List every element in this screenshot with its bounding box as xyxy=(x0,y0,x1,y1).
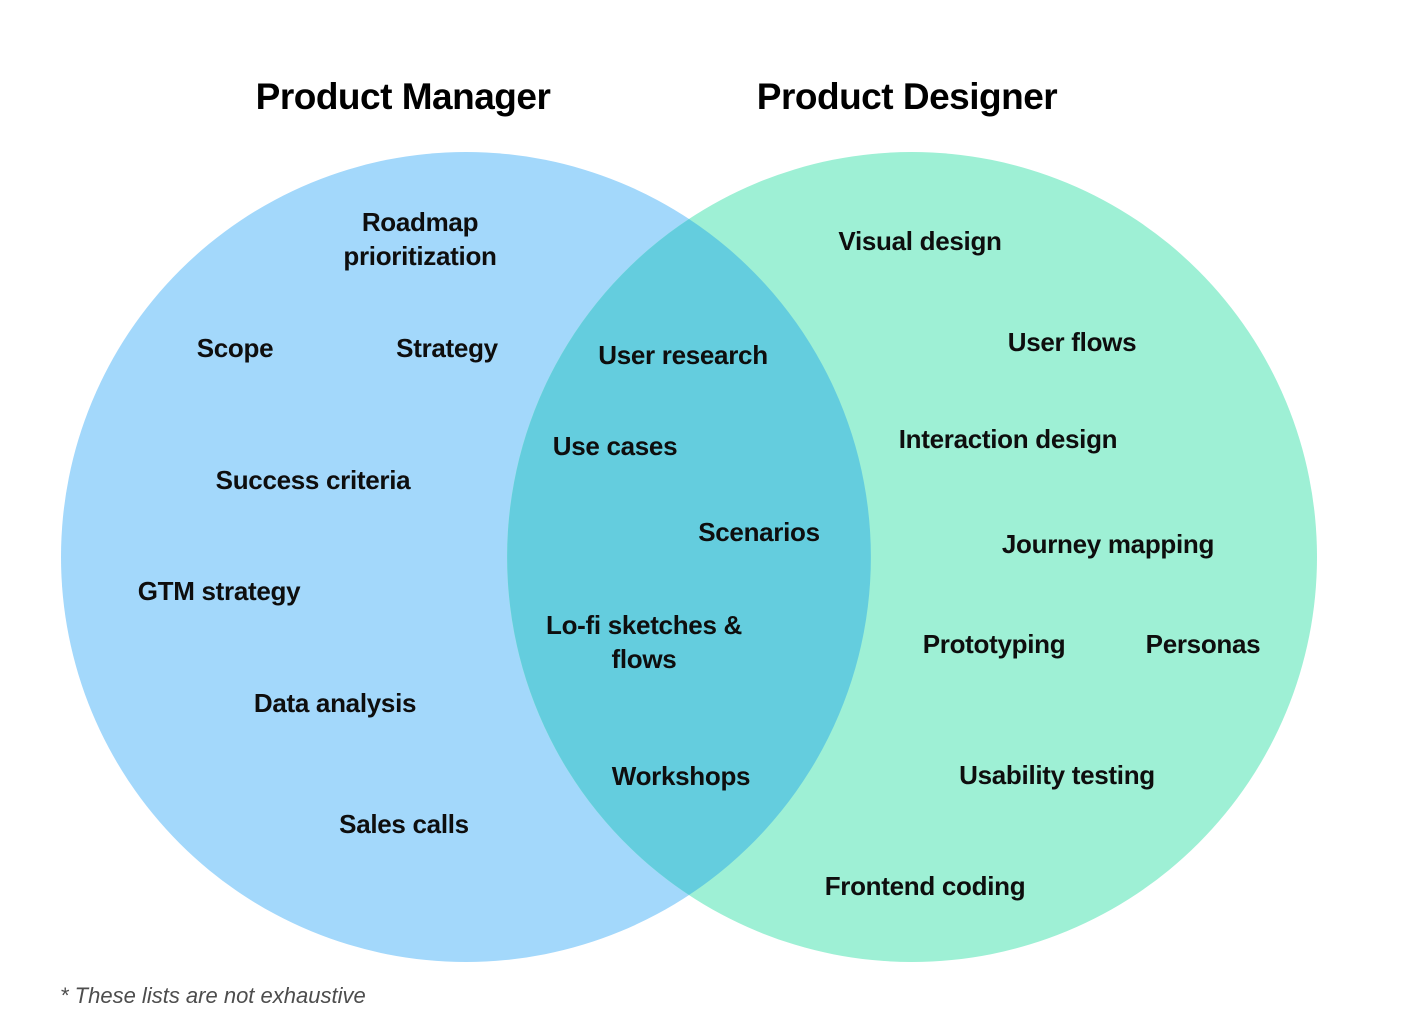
label-scenarios: Scenarios xyxy=(698,517,820,548)
label-scope: Scope xyxy=(196,333,274,364)
label-strategy: Strategy xyxy=(396,333,498,364)
label-data-analysis: Data analysis xyxy=(253,688,417,719)
label-interaction-design: Interaction design xyxy=(898,424,1118,455)
right-circle-title: Product Designer xyxy=(756,76,1058,117)
label-gtm-strategy: GTM strategy xyxy=(137,576,301,607)
label-usability-testing: Usability testing xyxy=(959,760,1155,791)
label-frontend-coding: Frontend coding xyxy=(824,871,1026,902)
label-personas: Personas xyxy=(1145,629,1261,660)
label-sales-calls: Sales calls xyxy=(339,809,469,840)
label-success-criteria: Success criteria xyxy=(215,465,411,496)
label-user-flows: User flows xyxy=(1007,327,1137,358)
label-visual-design: Visual design xyxy=(838,226,1002,257)
label-user-research: User research xyxy=(598,340,768,371)
left-circle-title: Product Manager xyxy=(255,76,551,117)
label-use-cases: Use cases xyxy=(552,431,678,462)
overlap-lens-shape xyxy=(507,219,871,895)
label-workshops: Workshops xyxy=(611,761,751,792)
footnote: * These lists are not exhaustive xyxy=(60,983,366,1008)
label-lofi-sketches-flows: Lo-fi sketches & flows xyxy=(545,610,743,674)
label-prototyping: Prototyping xyxy=(922,629,1066,660)
label-roadmap-prioritization: Roadmap prioritization xyxy=(343,207,497,271)
label-journey-mapping: Journey mapping xyxy=(1001,529,1215,560)
